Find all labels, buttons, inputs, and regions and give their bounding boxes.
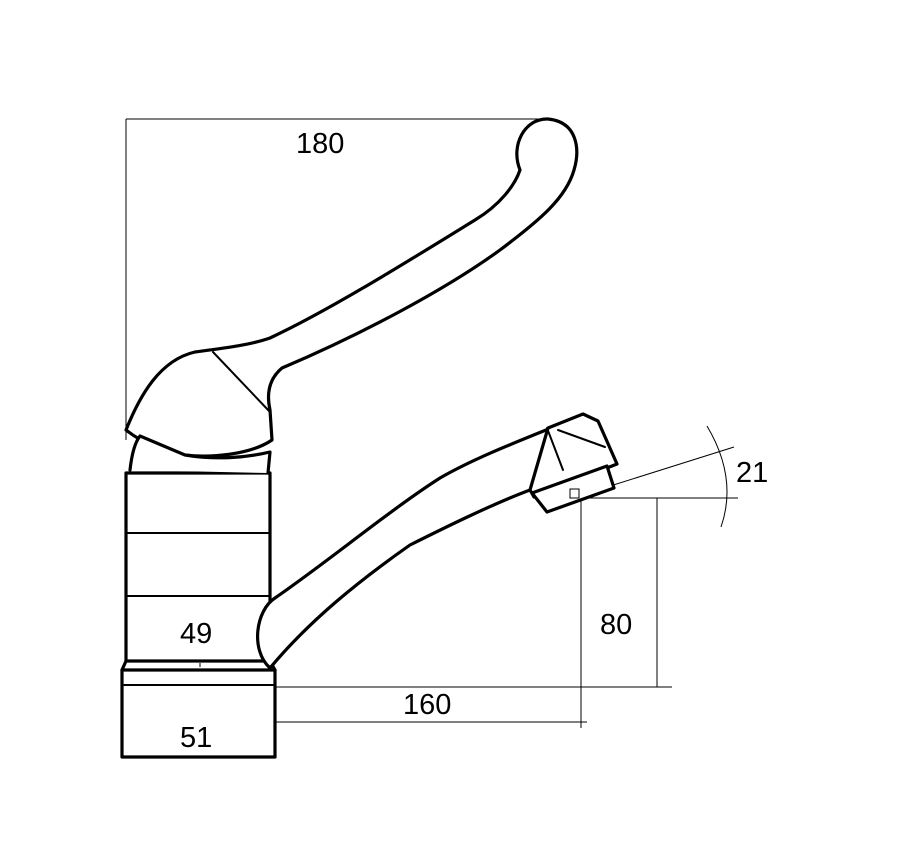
label-spout-reach: 160 [403, 689, 451, 721]
spout-nozzle [528, 412, 619, 499]
lever-handle [124, 117, 579, 475]
label-base-diameter: 51 [180, 722, 212, 754]
spout-nozzle-seam [546, 427, 564, 471]
label-body-diameter: 49 [180, 618, 212, 650]
spout-nozzle-line [557, 429, 606, 448]
label-overall-length: 180 [296, 128, 344, 160]
label-outlet-angle: 21 [736, 457, 768, 489]
aerator-outlet-marker [569, 488, 580, 499]
angle-dim-arc [706, 425, 728, 528]
lever-arm [124, 117, 579, 458]
tap-body [120, 471, 277, 759]
lever-hub-seam [212, 351, 271, 413]
spout [256, 412, 619, 670]
body-cylinder [124, 471, 272, 663]
label-spout-height: 80 [600, 609, 632, 641]
dimension-labels: 180 49 51 160 80 21 [180, 128, 768, 754]
lever-cap-skirt [128, 434, 272, 475]
